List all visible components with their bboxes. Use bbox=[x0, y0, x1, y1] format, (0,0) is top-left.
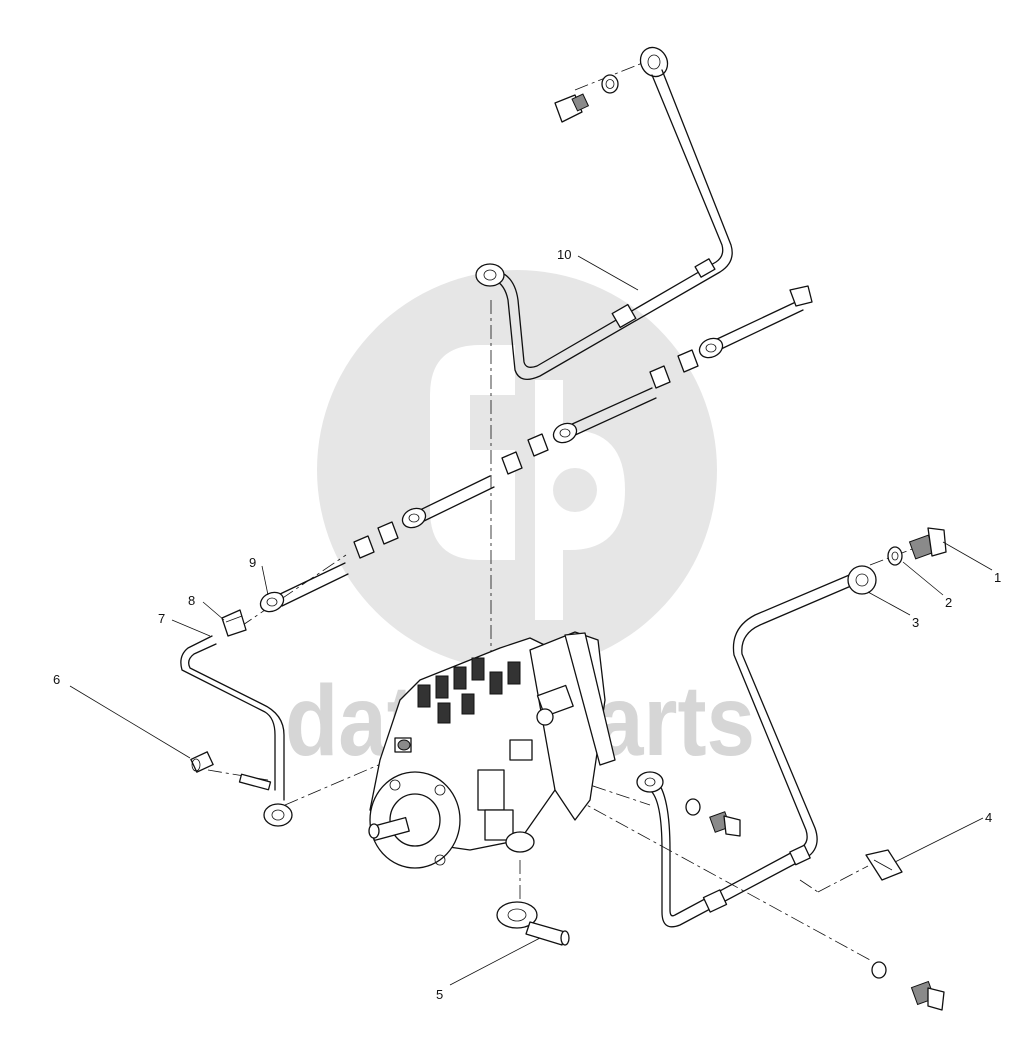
return-pipe-10 bbox=[475, 46, 733, 381]
centerlines bbox=[207, 61, 916, 961]
callout-1: 1 bbox=[994, 570, 1001, 585]
callout-5: 5 bbox=[436, 987, 443, 1002]
leak-off-tubes bbox=[221, 285, 813, 637]
banjo-fitting-5 bbox=[496, 901, 570, 946]
delivery-valves bbox=[417, 657, 521, 724]
callout-10: 10 bbox=[557, 247, 571, 262]
callout-4: 4 bbox=[985, 810, 992, 825]
callout-8: 8 bbox=[188, 593, 195, 608]
sleeve-6 bbox=[190, 751, 214, 773]
right-pipe-assembly bbox=[636, 527, 947, 1011]
pipe-7 bbox=[180, 635, 293, 827]
callout-labels: 1 2 3 4 5 6 7 8 9 10 bbox=[53, 247, 1001, 1002]
injection-pump bbox=[368, 631, 616, 869]
callout-leaders bbox=[69, 255, 993, 986]
callout-2: 2 bbox=[945, 595, 952, 610]
callout-9: 9 bbox=[249, 555, 256, 570]
callout-7: 7 bbox=[158, 611, 165, 626]
callout-3: 3 bbox=[912, 615, 919, 630]
callout-6: 6 bbox=[53, 672, 60, 687]
